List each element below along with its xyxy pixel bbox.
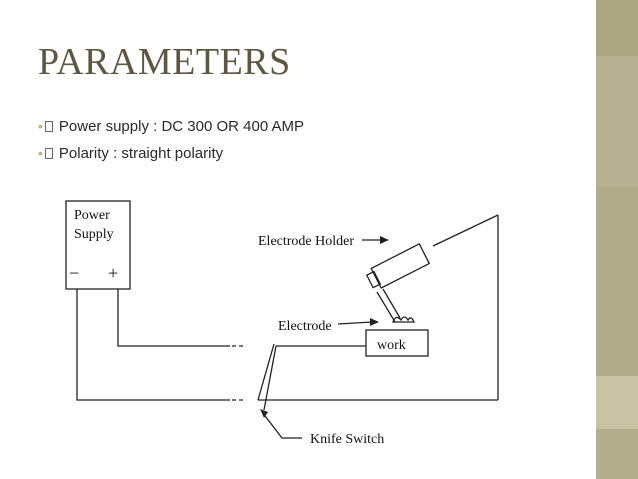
negative-lead-wire <box>76 289 230 401</box>
holder-arrowhead-icon <box>380 236 389 244</box>
work-label: work <box>377 338 406 353</box>
plus-terminal: + <box>108 263 118 283</box>
power-supply-label-1: Power <box>74 208 110 223</box>
electrode-holder-label: Electrode Holder <box>258 234 354 249</box>
electrode-holder-body <box>365 243 431 289</box>
knife-switch-blade-2 <box>263 345 277 411</box>
bullet-dot-icon: • <box>38 118 43 134</box>
side-block <box>596 429 638 479</box>
work-piece <box>365 329 429 357</box>
side-block <box>596 56 638 186</box>
electrode-arrowhead-icon <box>370 318 379 326</box>
switch-arrowhead-icon <box>260 409 268 418</box>
welding-circuit-diagram: Power Supply − + Electrode Holder Electr… <box>65 200 499 447</box>
power-supply-box <box>65 200 131 290</box>
electrode-rod-edge <box>382 288 401 319</box>
electrode-leader-line <box>337 321 373 325</box>
minus-terminal: − <box>69 263 79 283</box>
side-block <box>596 0 638 56</box>
electrode-label: Electrode <box>278 319 332 334</box>
decorative-side-bar <box>596 0 638 479</box>
bullet-polarity: • Polarity : straight polarity <box>38 145 223 162</box>
arc-flame-icon <box>392 316 415 323</box>
side-block <box>596 376 638 429</box>
positive-lead-wire <box>117 289 230 347</box>
bullet-text: Power supply : DC 300 OR 400 AMP <box>58 118 305 135</box>
knife-switch-leader-line <box>261 411 302 439</box>
bullet-dot-icon: • <box>38 145 43 161</box>
electrode-rod <box>376 291 396 323</box>
side-block <box>596 186 638 376</box>
holder-cable <box>432 214 499 247</box>
bullet-power-supply: • Power supply : DC 300 OR 400 AMP <box>38 118 304 135</box>
missing-glyph-icon <box>44 148 53 159</box>
bullet-text: Polarity : straight polarity <box>58 145 224 162</box>
slide-title: PARAMETERS <box>38 41 291 83</box>
power-supply-label-2: Supply <box>74 227 114 242</box>
knife-switch-label: Knife Switch <box>310 432 384 447</box>
missing-glyph-icon <box>44 121 53 132</box>
knife-switch-blade <box>257 343 275 401</box>
